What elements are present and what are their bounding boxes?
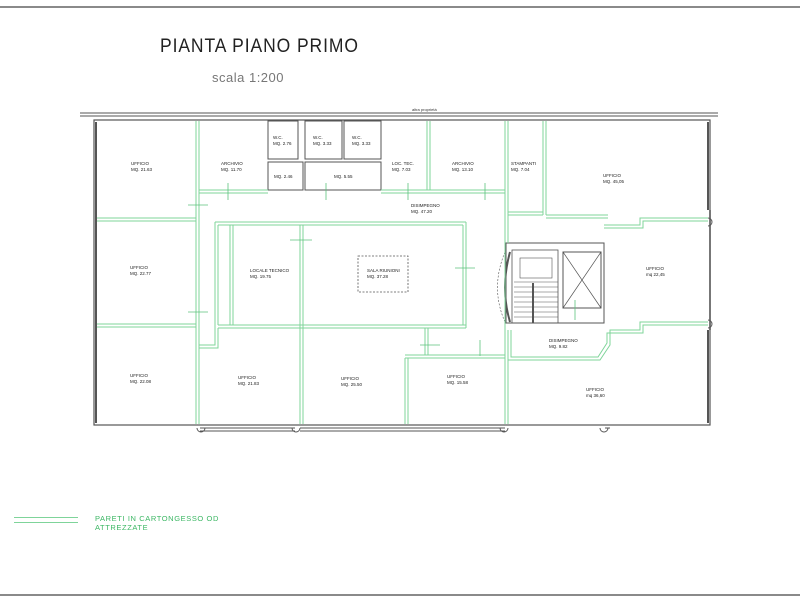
room-label-wc-1: W.C.MQ. 2.76 [273, 135, 292, 146]
legend-swatch-plasterboard [14, 517, 78, 523]
drawing-scale: scala 1:200 [212, 70, 284, 85]
room-label-antibagno-2: MQ. 5.55 [334, 174, 353, 179]
room-label-wc-3: W.C.MQ. 3.33 [352, 135, 371, 146]
legend-text: PARETI IN CARTONGESSO OD ATTREZZATE [95, 514, 220, 532]
room-label-antibagno-1: MQ. 2.46 [274, 174, 293, 179]
door-marks [188, 183, 576, 356]
room-label-wc-2: W.C.MQ. 3.33 [313, 135, 332, 146]
frame-top-border [0, 6, 800, 8]
plasterboard-walls [97, 121, 708, 424]
room-label-loc-tec: LOC. TEC.MQ. 7.03 [392, 161, 414, 172]
drawing-title: PIANTA PIANO PRIMO [160, 36, 359, 57]
frame-bottom-border [0, 594, 800, 596]
neighbor-property-note: altra proprietà [412, 107, 437, 112]
meeting-table-outline [357, 255, 409, 293]
